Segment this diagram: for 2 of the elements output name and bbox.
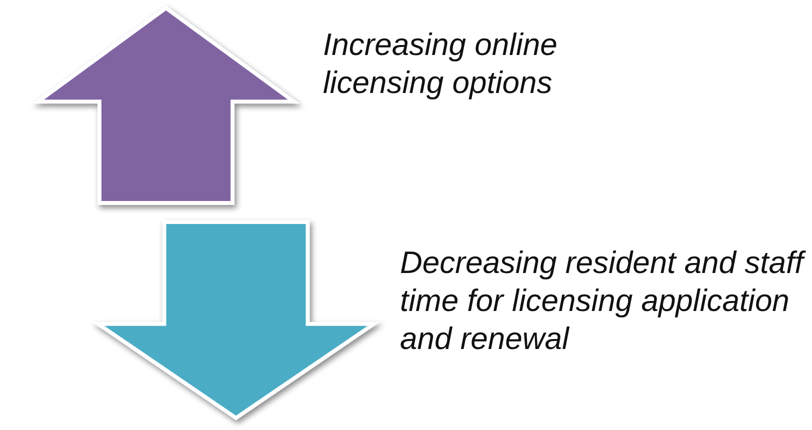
caption-text: Decreasing resident and staff time for licensing application and renewal bbox=[400, 244, 812, 358]
caption-text: Increasing online licensing options bbox=[323, 26, 558, 102]
